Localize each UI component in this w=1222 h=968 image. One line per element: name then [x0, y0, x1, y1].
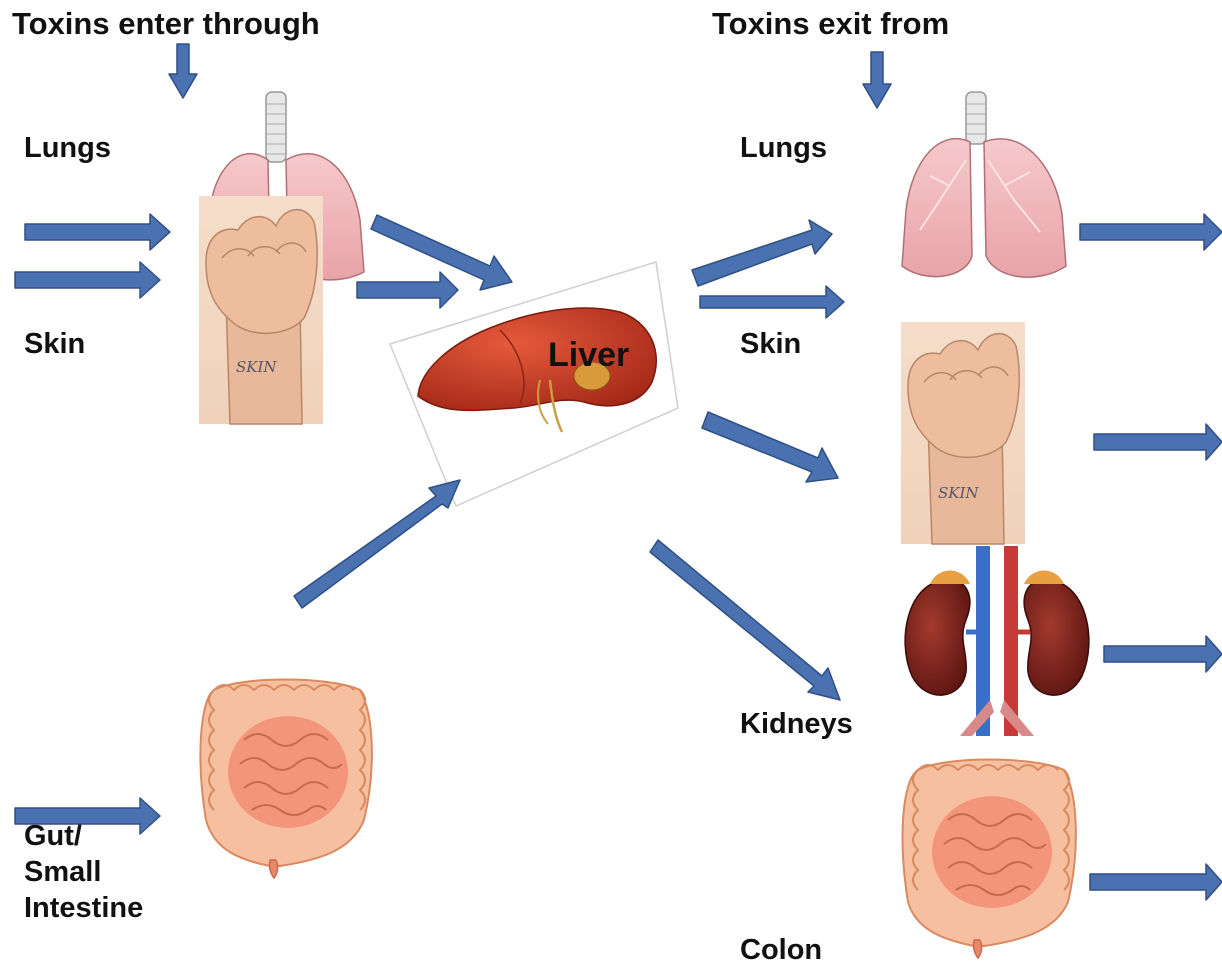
arrow-down-enter: [169, 44, 197, 98]
wrist-tattoo-entry: SKIN: [236, 358, 277, 376]
arrow-lungs-entry: [25, 214, 170, 250]
colon-image-exit: [903, 760, 1076, 959]
arrow-liver-to-lungs: [692, 220, 832, 286]
skin-fist-image-entry: SKIN: [199, 196, 323, 424]
arrow-skin-entry: [15, 262, 160, 298]
arrow-liver-to-skin: [700, 286, 844, 318]
lungs-image-exit: [902, 92, 1066, 277]
arrow-colon-exit: [1090, 864, 1222, 900]
arrow-skin-to-liver: [357, 272, 458, 308]
arrow-liver-to-colon: [650, 540, 840, 700]
liver-label: Liver: [548, 336, 629, 374]
skin-fist-image-exit: SKIN: [901, 322, 1025, 544]
arrow-skin-exit: [1094, 424, 1222, 460]
arrow-gut-entry: [15, 798, 160, 834]
arrow-liver-to-kidneys: [702, 412, 838, 482]
arrow-lungs-exit: [1080, 214, 1222, 250]
kidneys-image-exit: [905, 546, 1089, 736]
small-intestine-image-entry: [200, 680, 371, 879]
wrist-tattoo-exit: SKIN: [938, 484, 979, 502]
arrow-gut-to-liver: [294, 480, 460, 608]
arrow-down-exit: [863, 52, 891, 108]
arrow-kidneys-exit: [1104, 636, 1222, 672]
